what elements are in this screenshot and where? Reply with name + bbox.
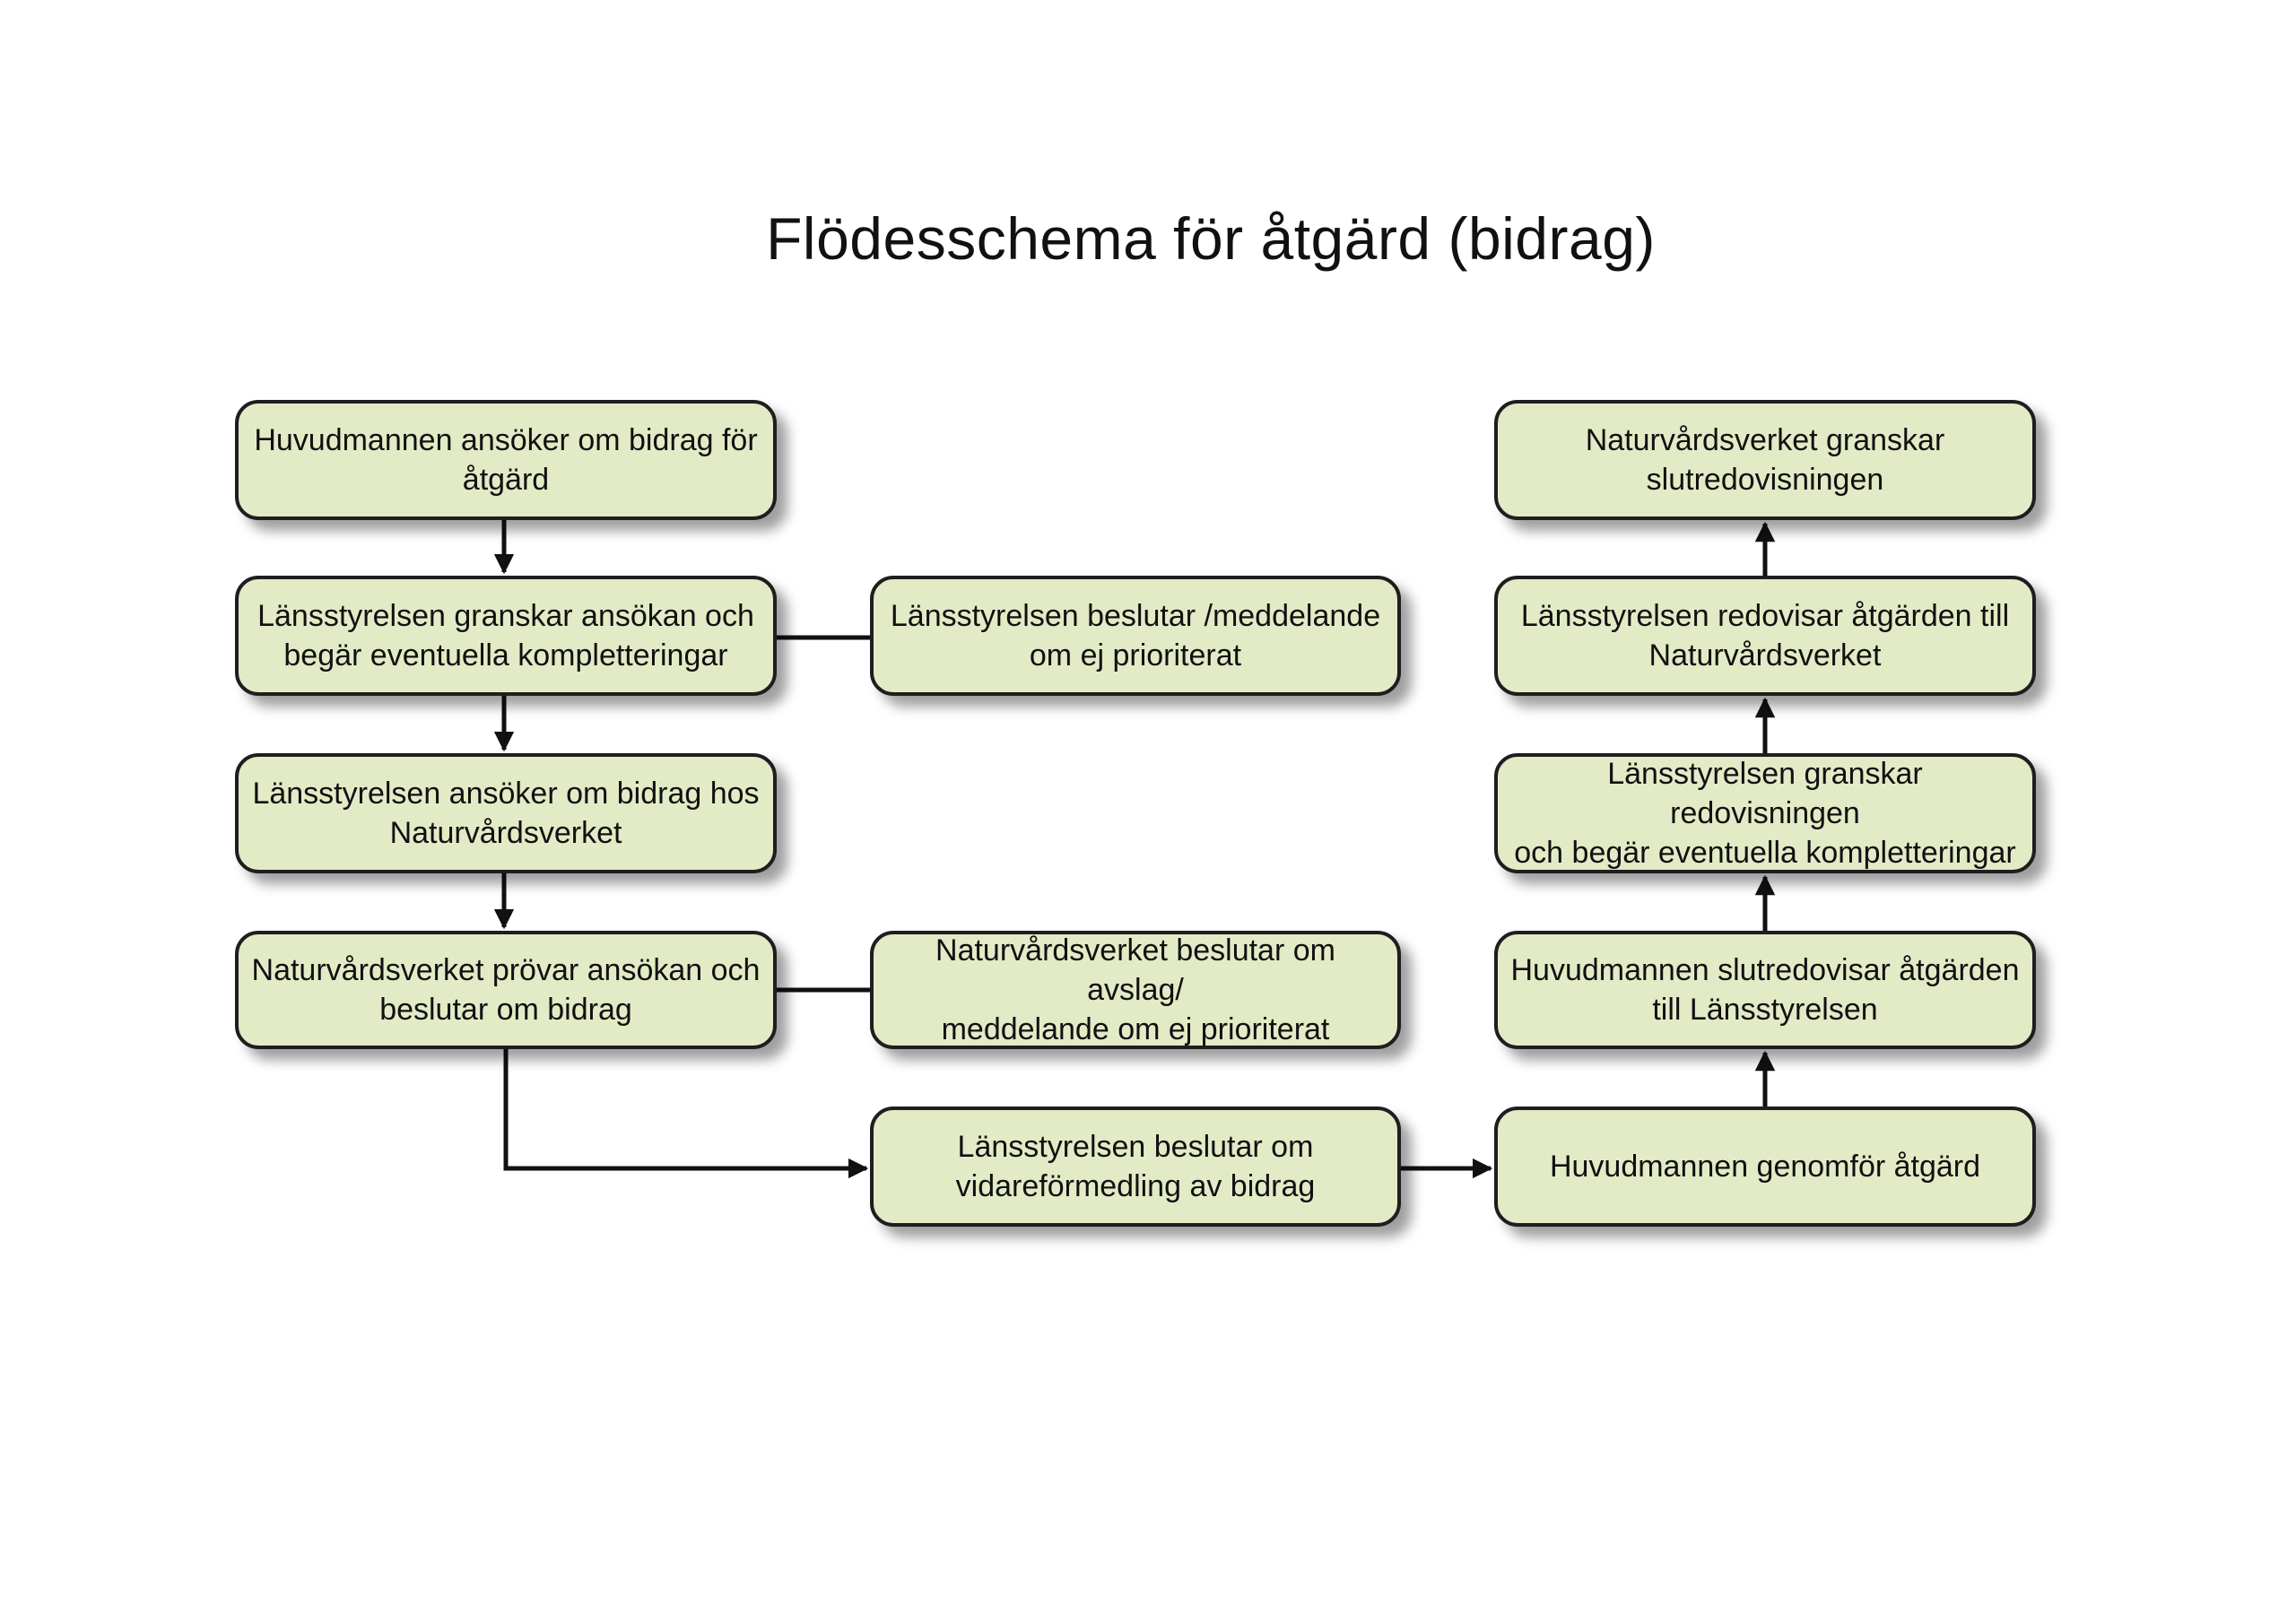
node-label: Länsstyrelsen beslutar om vidareförmedli…	[955, 1130, 1316, 1203]
node-label: Huvudmannen ansöker om bidrag för åtgärd	[254, 423, 758, 497]
node-review-application: Länsstyrelsen granskar ansökan och begär…	[235, 576, 777, 696]
node-agency-examines: Naturvårdsverket prövar ansökan och besl…	[235, 931, 777, 1049]
node-label: Naturvårdsverket prövar ansökan och besl…	[251, 953, 761, 1027]
node-agency-rejection: Naturvårdsverket beslutar om avslag/ med…	[870, 931, 1401, 1049]
node-final-report-submit: Huvudmannen slutredovisar åtgärden till …	[1494, 931, 2036, 1049]
node-label: Länsstyrelsen beslutar /meddelande om ej…	[890, 599, 1381, 673]
node-decision-not-prioritized: Länsstyrelsen beslutar /meddelande om ej…	[870, 576, 1401, 696]
page-title: Flödesschema för åtgärd (bidrag)	[766, 205, 1656, 272]
node-label: Länsstyrelsen granskar redovisningen och…	[1514, 757, 2016, 870]
node-review-report: Länsstyrelsen granskar redovisningen och…	[1494, 753, 2036, 873]
node-perform-measure: Huvudmannen genomför åtgärd	[1494, 1107, 2036, 1227]
node-agency-reviews-report: Naturvårdsverket granskar slutredovisnin…	[1494, 400, 2036, 520]
node-label: Länsstyrelsen granskar ansökan och begär…	[257, 599, 754, 673]
node-label: Länsstyrelsen redovisar åtgärden till Na…	[1520, 599, 2010, 673]
node-apply-grant-agency: Länsstyrelsen ansöker om bidrag hos Natu…	[235, 753, 777, 873]
node-report-to-agency: Länsstyrelsen redovisar åtgärden till Na…	[1494, 576, 2036, 696]
node-apply-measure: Huvudmannen ansöker om bidrag för åtgärd	[235, 400, 777, 520]
node-label: Länsstyrelsen ansöker om bidrag hos Natu…	[252, 777, 760, 850]
node-label: Huvudmannen genomför åtgärd	[1549, 1150, 1981, 1184]
node-label: Huvudmannen slutredovisar åtgärden till …	[1510, 953, 2020, 1027]
node-label: Naturvårdsverket beslutar om avslag/ med…	[935, 933, 1335, 1046]
arrow-examine-to-forwarding	[503, 1049, 869, 1179]
node-label: Naturvårdsverket granskar slutredovisnin…	[1585, 423, 1945, 497]
node-decision-forwarding: Länsstyrelsen beslutar om vidareförmedli…	[870, 1107, 1401, 1227]
